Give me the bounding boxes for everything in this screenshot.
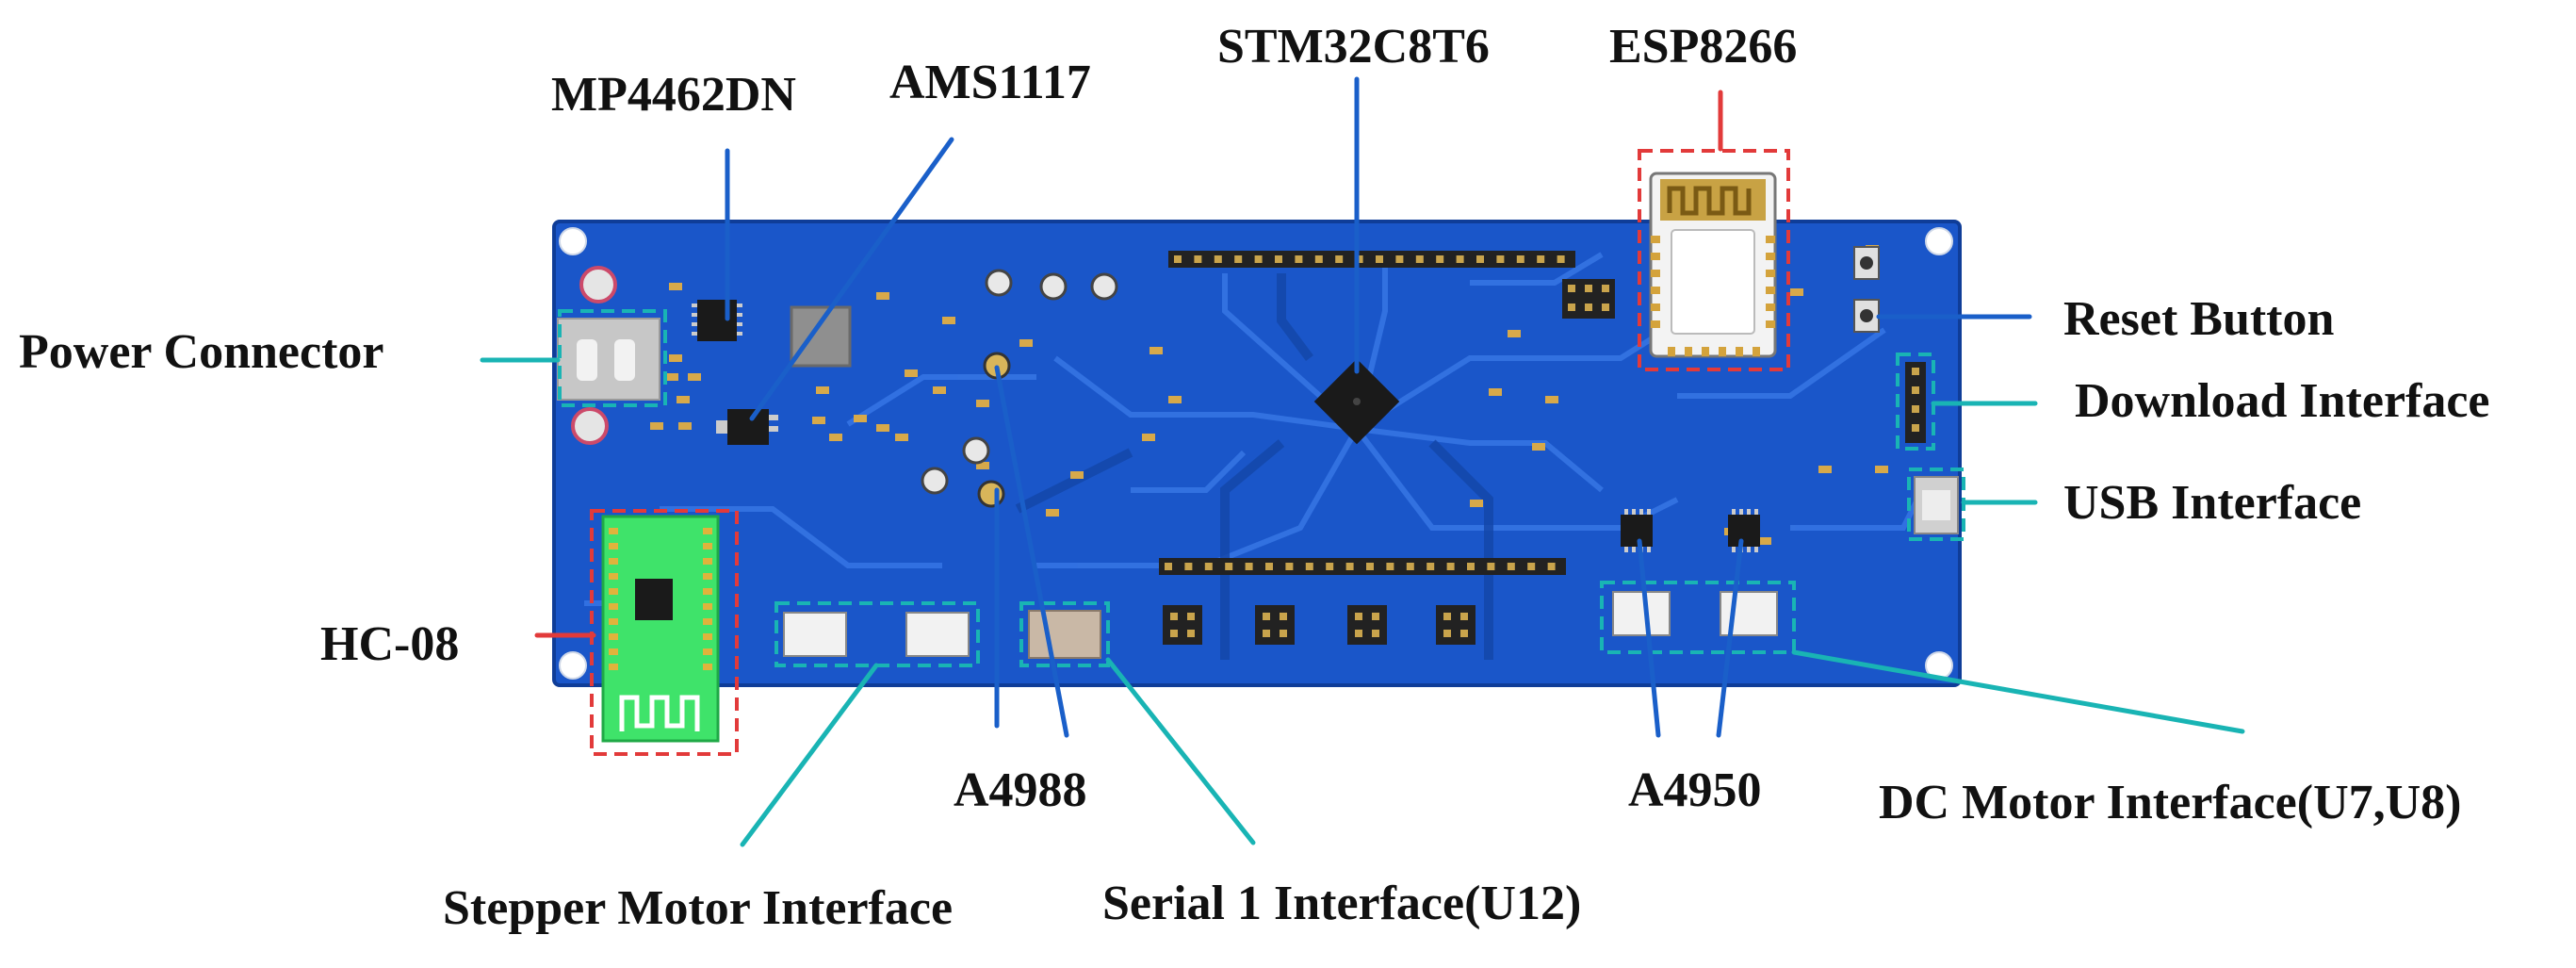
header-pin [1406,563,1414,570]
header-pin [1326,563,1334,570]
header-pin [1547,563,1556,570]
esp8266-highlight [1638,149,1790,371]
header-pin [1446,563,1455,570]
header-pin [1265,563,1273,570]
label-download-interface: Download Interface [2075,374,2490,428]
leader-lines [480,76,2245,847]
label-a4988: A4988 [954,763,1087,817]
label-dc-motor-interface: DC Motor Interface(U7,U8) [1879,776,2462,829]
header-pin [1415,255,1424,263]
stepper-connectors [783,612,970,657]
leader-a4988-right [994,365,1069,738]
ams1117-chip [716,409,778,445]
usb-connector [1914,476,1959,534]
header-pin [1245,563,1253,570]
bottom-pin-header [1159,558,1566,575]
header-pin [1476,255,1484,263]
header-pin [1496,255,1505,263]
top-pin-header [1168,251,1575,268]
leader-ams1117 [749,137,954,421]
header-pin [1427,563,1435,570]
header-pin [1376,255,1383,263]
header-pin [1507,563,1515,570]
leader-stepper-motor [740,663,879,847]
header-pin [1204,563,1213,570]
header-pin [1174,255,1182,263]
label-a4950: A4950 [1628,763,1762,817]
header-pin [1225,563,1233,570]
header-pin [1516,255,1524,263]
label-serial1-interface: Serial 1 Interface(U12) [1102,877,1581,930]
highlight-boxes [558,149,1965,756]
dc-motor-highlight [1600,581,1796,654]
header-pin [1165,563,1172,570]
header-pin [1194,255,1202,263]
header-pin [1366,563,1374,570]
power-connector-footprint [557,266,660,445]
labels: MP4462DN AMS1117 STM32C8T6 ESP8266 Power… [19,20,2490,935]
header-pin [1467,563,1475,570]
header-pin [1184,563,1193,570]
label-stm32: STM32C8T6 [1217,20,1490,74]
label-usb-interface: USB Interface [2063,476,2361,530]
boot-jumper [1562,279,1615,319]
header-pin [1285,563,1294,570]
mounting-holes [559,227,1953,680]
header-pin [1214,255,1222,263]
stm32-mcu [1313,358,1400,445]
header-pin [1355,255,1363,263]
board-traces-dark [1015,273,1493,660]
label-reset-button: Reset Button [2063,292,2335,346]
download-header [1905,362,1926,443]
header-pin [1305,563,1313,570]
label-hc08: HC-08 [320,617,459,671]
serial-connector [1028,610,1101,659]
hc08-module [601,515,720,743]
header-pin [1386,563,1394,570]
header-pin [1456,255,1464,263]
header-pin [1314,255,1323,263]
hc08-highlight [590,509,739,756]
label-esp8266: ESP8266 [1609,20,1797,74]
header-pin [1275,255,1282,263]
header-pin [1345,563,1354,570]
header-pin [1234,255,1243,263]
serial1-highlight [1019,601,1110,667]
esp8266-module [1649,172,1777,358]
label-power-connector: Power Connector [19,325,384,379]
power-connector-highlight [558,309,667,407]
mp4462dn-chip [692,300,742,341]
inductor [790,305,852,368]
pcb-board [552,172,1962,743]
leader-serial1 [1105,657,1256,845]
label-stepper-motor-interface: Stepper Motor Interface [443,881,953,935]
label-ams1117: AMS1117 [889,56,1091,109]
leader-a4950-right [1716,538,1744,738]
header-pin [1335,255,1344,263]
header-pin [1395,255,1404,263]
dc-motor-connectors [1612,591,1778,636]
electrolytic-capacitors [921,269,1118,495]
leader-dc-motor [1791,649,2245,734]
header-pin [1254,255,1263,263]
header-pin [1557,255,1565,263]
jumper-row [1163,605,1475,645]
header-pin [1527,563,1536,570]
leader-a4950-left [1637,538,1661,738]
header-pin [1487,563,1495,570]
a4950-chips [1621,509,1760,552]
header-pin [1537,255,1545,263]
label-mp4462dn: MP4462DN [551,68,796,122]
reset-buttons [1853,246,1880,333]
header-pin [1436,255,1444,263]
header-pin [1295,255,1303,263]
